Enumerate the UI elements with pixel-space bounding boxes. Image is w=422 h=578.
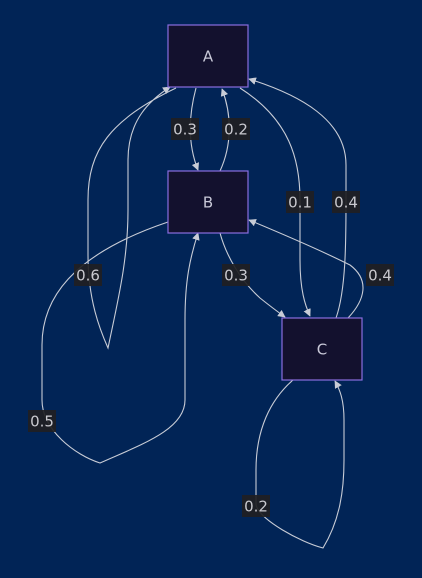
edge-c-to-b: [248, 219, 364, 319]
edge-label-b-to-c: 0.3: [222, 264, 250, 286]
edge-b-self-loop: [41, 221, 200, 464]
edge-c-self-loop: [255, 379, 345, 549]
svg-text:B: B: [203, 194, 213, 212]
svg-text:0.4: 0.4: [368, 267, 392, 285]
svg-text:A: A: [203, 48, 214, 66]
edge-c-to-a: [248, 77, 347, 319]
edge-label-c-self: 0.2: [242, 495, 270, 517]
edge-label-b-self: 0.5: [28, 410, 56, 432]
edge-label-c-to-a: 0.4: [332, 191, 360, 213]
edge-a-self-loop: [87, 86, 177, 350]
edge-label-a-self: 0.6: [74, 264, 102, 286]
svg-text:C: C: [317, 341, 327, 359]
svg-text:0.4: 0.4: [334, 194, 358, 212]
svg-text:0.2: 0.2: [244, 498, 268, 516]
svg-text:0.2: 0.2: [224, 121, 248, 139]
node-b: B: [167, 170, 249, 234]
node-c: C: [281, 317, 363, 381]
edge-label-a-to-b: 0.3: [171, 118, 199, 140]
node-a: A: [167, 24, 249, 88]
svg-text:0.6: 0.6: [76, 267, 100, 285]
svg-text:0.5: 0.5: [30, 413, 54, 431]
edge-label-c-to-b: 0.4: [366, 264, 394, 286]
edge-b-to-c: [219, 232, 286, 318]
svg-text:0.3: 0.3: [224, 267, 248, 285]
edge-label-b-to-a: 0.2: [222, 118, 250, 140]
svg-text:0.3: 0.3: [173, 121, 197, 139]
edge-label-a-to-c: 0.1: [286, 191, 314, 213]
svg-text:0.1: 0.1: [288, 194, 312, 212]
